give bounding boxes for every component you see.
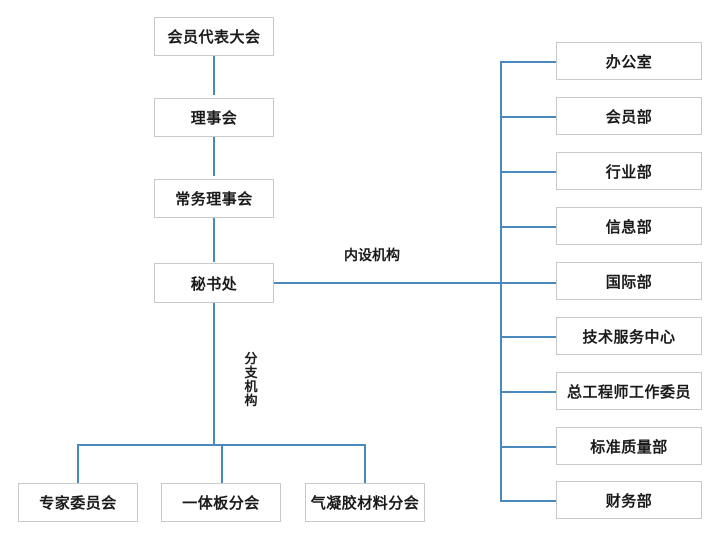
node-label: 总工程师工作委员 [566,383,691,401]
node-label: 一体板分会 [182,495,260,512]
node-integrated-board-branch[interactable]: 一体板分会 [161,483,281,522]
connector-stub-information [500,226,556,228]
node-industry-dept[interactable]: 行业部 [556,152,702,190]
node-label: 会员代表大会 [167,29,261,46]
connector-stub-finance [500,500,556,502]
connector-spine-standing-to-secretariat [213,218,215,262]
node-international-dept[interactable]: 国际部 [556,262,702,300]
node-label: 信息部 [605,218,653,236]
node-label: 会员部 [605,108,653,126]
connector-spine-assembly-to-council [213,56,215,95]
node-technical-service-center[interactable]: 技术服务中心 [556,317,702,355]
node-label: 秘书处 [190,275,238,293]
node-label: 行业部 [605,163,653,181]
node-standing-council[interactable]: 常务理事会 [154,179,274,218]
connector-drop-expert-committee [77,444,79,483]
node-label: 办公室 [605,53,653,71]
node-label: 常务理事会 [175,191,253,208]
connector-stub-membership [500,116,556,118]
node-membership-dept[interactable]: 会员部 [556,97,702,135]
node-aerogel-materials-branch[interactable]: 气凝胶材料分会 [305,483,425,522]
node-label: 国际部 [605,273,653,291]
node-finance-dept[interactable]: 财务部 [556,481,702,519]
node-chief-engineer-committee[interactable]: 总工程师工作委员 [556,372,702,410]
node-label: 专家委员会 [39,495,117,512]
node-office[interactable]: 办公室 [556,42,702,80]
connector-stub-tech-service [500,336,556,338]
connector-stub-office [500,61,556,63]
node-council[interactable]: 理事会 [154,98,274,137]
connector-drop-aerogel-materials [364,444,366,483]
connector-spine-secretariat-to-branches [213,303,215,444]
node-label: 财务部 [605,492,653,510]
node-label: 技术服务中心 [582,328,676,346]
node-label: 理事会 [190,110,238,127]
connector-drop-integrated-board [221,444,223,483]
connector-secretariat-to-internal-trunk [274,282,555,284]
node-member-assembly[interactable]: 会员代表大会 [154,17,274,56]
connector-stub-standards-quality [500,446,556,448]
node-information-dept[interactable]: 信息部 [556,207,702,245]
node-expert-committee[interactable]: 专家委员会 [18,483,138,522]
node-label: 气凝胶材料分会 [310,495,420,512]
caption-internal-departments: 内设机构 [344,247,400,263]
node-label: 标准质量部 [590,438,668,456]
connector-internal-trunk [500,61,502,501]
caption-branch-organizations: 分支机构 [243,351,259,409]
node-secretariat[interactable]: 秘书处 [154,263,274,303]
connector-stub-chief-engineer [500,391,556,393]
connector-stub-industry [500,171,556,173]
connector-spine-council-to-standing [213,137,215,176]
node-standards-quality-dept[interactable]: 标准质量部 [556,427,702,465]
connector-stub-international [500,282,556,284]
